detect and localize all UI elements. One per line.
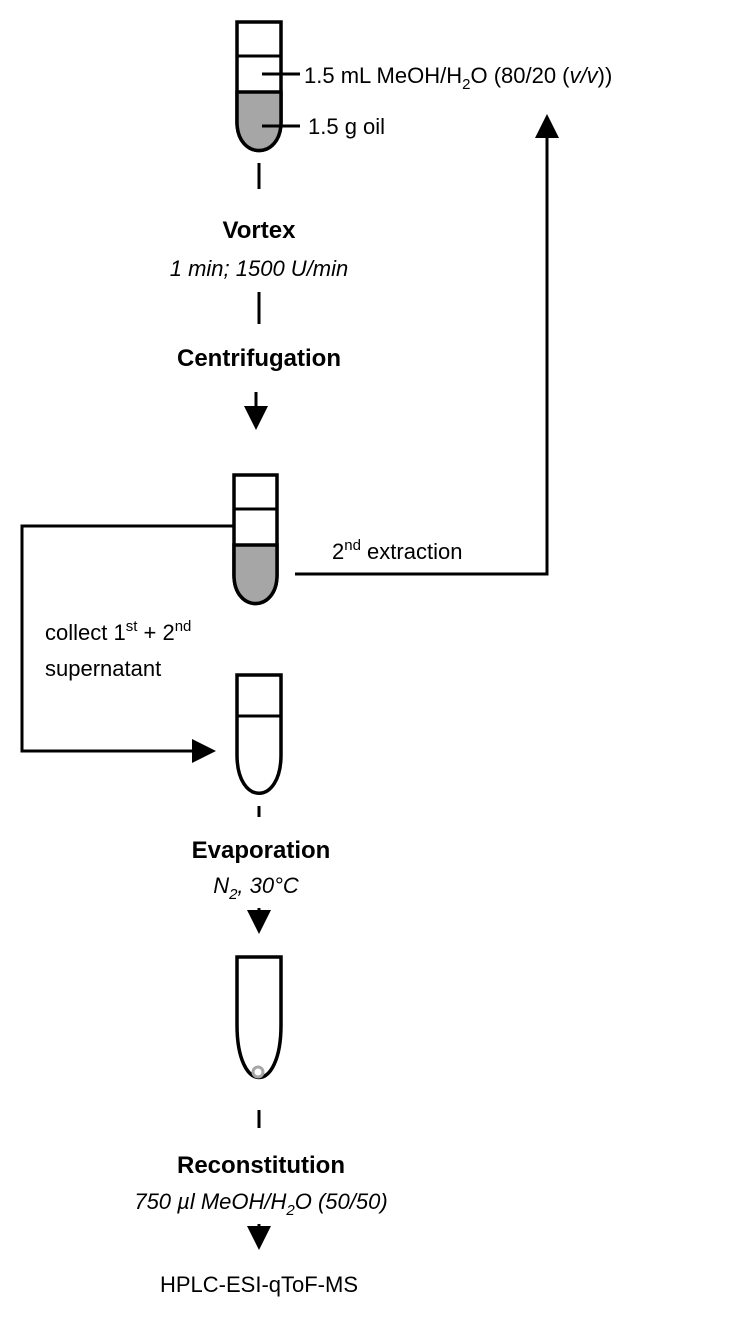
collect-label-line-1: collect 1st + 2nd (45, 618, 191, 645)
collect-label-line-2: supernatant (45, 656, 161, 681)
oil-layer (232, 543, 279, 606)
reconstitution-detail: 750 µl MeOH/H2O (50/50) (134, 1189, 387, 1219)
tube-4-dried (235, 955, 283, 1080)
solvent-label: 1.5 mL MeOH/H2O (80/20 (v/v)) (304, 63, 612, 93)
vortex-title: Vortex (223, 217, 297, 244)
collect-supernatant-arrow (20, 524, 234, 763)
evaporation-detail: N2, 30°C (213, 873, 299, 903)
second-extraction-label: 2nd extraction (332, 537, 462, 564)
tube-3-supernatant (235, 673, 283, 795)
vortex-detail: 1 min; 1500 U/min (170, 256, 349, 281)
centrifugation-title: Centrifugation (177, 345, 341, 372)
oil-label: 1.5 g oil (308, 114, 385, 139)
tube-1-solvent-oil (235, 20, 283, 153)
second-extraction-arrow (295, 114, 559, 576)
oil-layer (235, 90, 283, 153)
dried-residue (251, 1065, 265, 1079)
analysis-label: HPLC-ESI-qToF-MS (160, 1272, 358, 1297)
evaporation-title: Evaporation (192, 837, 331, 864)
tube-2-centrifuged (232, 473, 279, 606)
reconstitution-title: Reconstitution (177, 1152, 345, 1179)
